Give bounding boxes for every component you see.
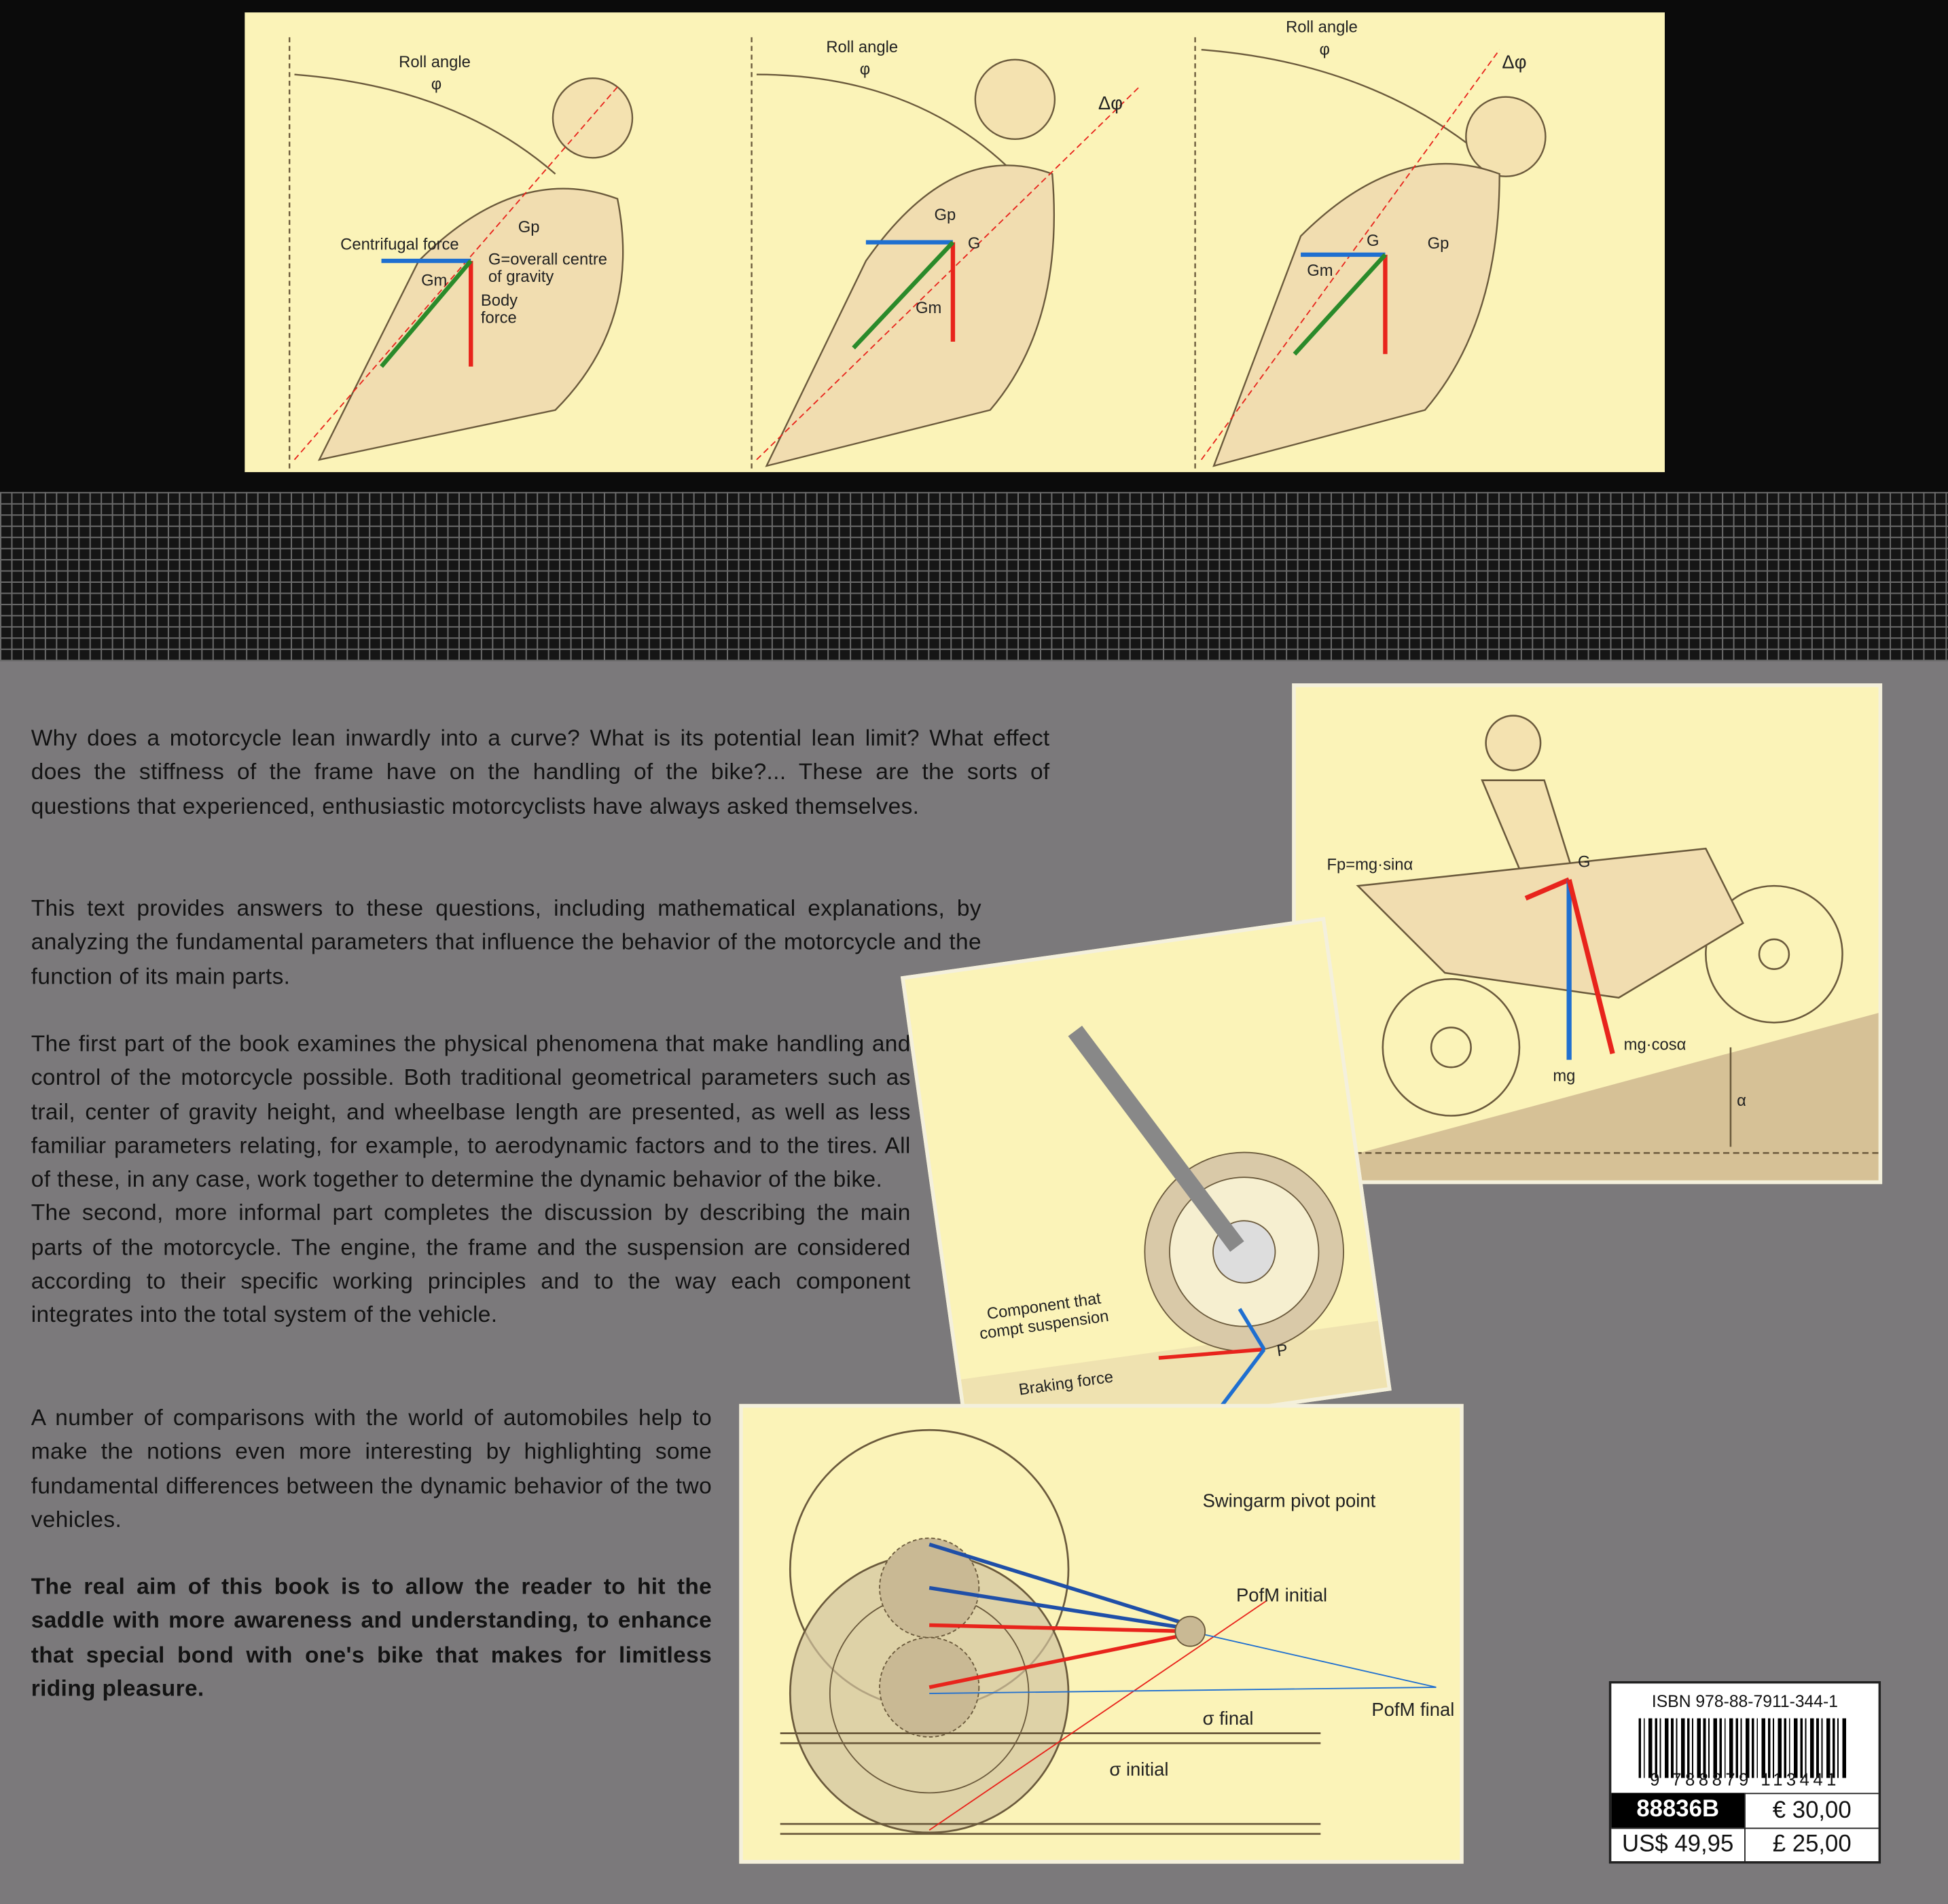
price-eur: € 30,00 [1744,1793,1879,1828]
description-text-5: A number of comparisons with the world o… [31,1400,712,1738]
delta-phi-label-3: Δφ [1502,52,1527,73]
fp-label: Fp=mg·sinα [1327,855,1413,874]
pofm-initial-label: PofM initial [1235,1585,1328,1607]
product-code: 88836B [1611,1793,1745,1828]
gm-label-1: Gm [421,270,448,290]
g-label-3: G [1367,231,1379,250]
phi-label-3: φ [1319,39,1330,58]
roll-angle-label-3: Roll angle [1286,17,1358,37]
body-force-label: Body force [480,291,518,327]
delta-phi-label-2: Δφ [1098,93,1123,115]
barcode-digits: 9 788879 113441 [1650,1769,1840,1789]
price-gbp: £ 25,00 [1744,1827,1879,1861]
paragraph-2: This text provides answers to these ques… [31,894,981,989]
paragraph-3: The first part of the book examines the … [31,1030,911,1192]
pofm-final-label: PofM final [1371,1700,1455,1721]
gp-label-2: Gp [934,204,956,224]
barcode [1638,1718,1847,1778]
slope-drawing [1345,715,1879,1181]
isbn-text: ISBN 978-88-7911-344-1 [1651,1691,1839,1710]
price-usd: US$ 49,95 [1611,1827,1745,1861]
g-label: G [1577,852,1591,872]
g-label-2: G [967,233,981,253]
paragraph-6: The real aim of this book is to allow th… [31,1573,713,1702]
roll-angle-drawings [288,37,1547,470]
swingarm-pivot-label: Swingarm pivot point [1202,1490,1376,1513]
alpha-label: α [1737,1090,1746,1110]
swingarm-drawing [780,1429,1437,1835]
slope-figure: Fp=mg·sinα G mg mg·cosα α [1292,683,1883,1185]
swingarm-figure: Swingarm pivot point PofM initial PofM f… [739,1403,1464,1864]
grid-band [0,492,1948,662]
mg-cos-label: mg·cosα [1623,1035,1687,1054]
paragraph-5: A number of comparisons with the world o… [31,1403,713,1532]
mg-label: mg [1553,1066,1576,1085]
phi-label-2: φ [859,59,871,79]
description-text-3: The first part of the book examines the … [31,1026,911,1365]
centrifugal-force-label: Centrifugal force [340,234,459,254]
gp-label-1: Gp [518,217,540,236]
description-text: Why does a motorcycle lean inwardly into… [31,721,1050,856]
phi-label-1: φ [431,74,442,94]
gm-label-2: Gm [916,298,942,317]
sigma-final-label: σ final [1202,1708,1254,1730]
gm-label-3: Gm [1307,261,1333,280]
roll-angle-figures: Roll angle φ Centrifugal force G=overall… [245,12,1665,473]
fork-drawing [960,1026,1392,1450]
roll-angle-label-1: Roll angle [399,52,471,71]
fork-figure: Component that compt suspension Braking … [900,916,1392,1450]
gp-label-3: Gp [1427,233,1449,253]
isbn-price-box: ISBN 978-88-7911-344-1 9 788879 113441 8… [1608,1681,1881,1864]
description-text-2: This text provides answers to these ques… [31,891,981,1026]
paragraph-4: The second, more informal part completes… [31,1199,911,1328]
paragraph-1: Why does a motorcycle lean inwardly into… [31,724,1050,819]
roll-angle-label-2: Roll angle [826,37,899,56]
overall-centre-gravity-label: G=overall centre of gravity [488,249,607,286]
sigma-initial-label: σ initial [1109,1759,1169,1781]
